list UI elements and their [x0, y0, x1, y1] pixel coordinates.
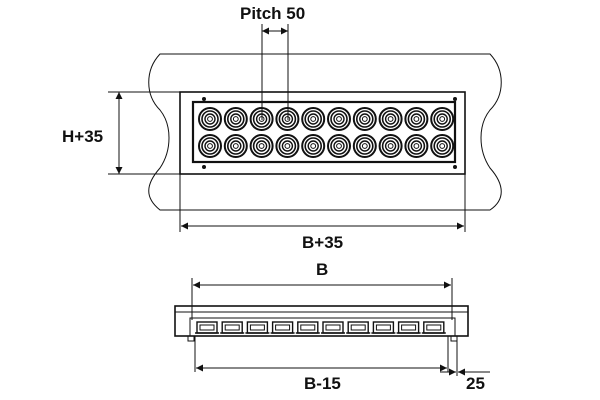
screw-dot: [202, 165, 206, 169]
grommet: [352, 107, 377, 131]
width-base-label: B-15: [304, 374, 341, 393]
offset-label: 25: [466, 374, 485, 393]
grommet: [198, 107, 222, 131]
side-module: [295, 321, 320, 334]
pitch-dimension: Pitch 50: [240, 4, 305, 120]
width-inner-label: B: [316, 260, 328, 279]
grommet: [223, 134, 248, 158]
side-module: [321, 321, 345, 334]
screw-dot: [202, 97, 206, 101]
grommet: [430, 107, 455, 131]
grommet: [404, 107, 429, 131]
grommet: [378, 107, 403, 131]
height-dimension: H+35: [62, 91, 180, 175]
grommet: [352, 134, 377, 158]
grommet: [404, 134, 429, 158]
height-label: H+35: [62, 127, 103, 146]
grommet: [327, 107, 351, 131]
side-module: [396, 321, 421, 334]
grommet: [275, 134, 300, 158]
grommet: [301, 134, 326, 158]
grommet: [430, 134, 455, 158]
width-outer-dimension: B+35: [179, 174, 466, 252]
width-outer-label: B+35: [302, 233, 343, 252]
grommet: [301, 107, 326, 131]
pitch-label: Pitch 50: [240, 4, 305, 23]
grommet-grid: [198, 107, 455, 158]
side-view: B B-15 25: [174, 260, 490, 393]
grommet: [378, 134, 403, 158]
side-module-row: [195, 321, 446, 334]
grommet: [327, 134, 351, 158]
side-module: [421, 321, 446, 334]
side-module: [245, 321, 270, 334]
grommet: [198, 134, 222, 158]
duct-outline: [148, 53, 502, 211]
front-view: [148, 53, 502, 211]
side-module: [371, 321, 396, 334]
frame-plate-outer: [179, 91, 466, 175]
side-module: [346, 321, 371, 334]
side-plate-inner: [189, 317, 456, 337]
screw-dot: [453, 97, 457, 101]
grommet: [249, 134, 274, 158]
side-module: [220, 321, 245, 334]
grommet: [275, 107, 300, 131]
side-module: [195, 321, 219, 334]
grommet: [223, 107, 248, 131]
frame-plate-inner: [191, 100, 457, 164]
side-module: [270, 321, 295, 334]
screw-dot: [453, 165, 457, 169]
